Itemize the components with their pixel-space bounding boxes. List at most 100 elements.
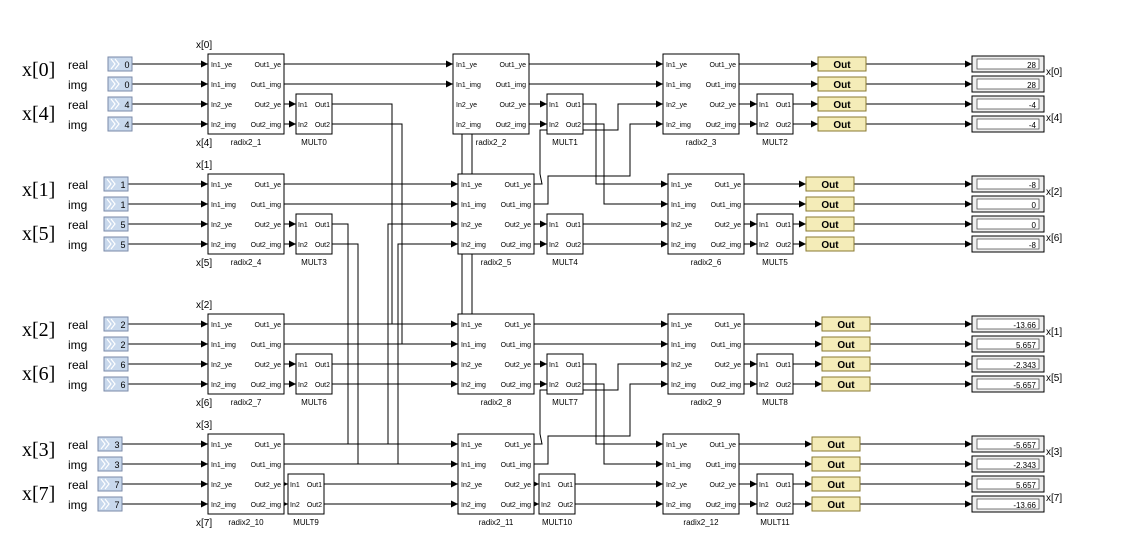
radix-block[interactable] — [207, 53, 285, 135]
port-in-label: In1_img — [671, 202, 696, 209]
out-block[interactable] — [811, 456, 861, 472]
port-in-label: In2_img — [666, 502, 691, 509]
mult-block[interactable] — [546, 213, 584, 255]
port-in-label: In2_ye — [461, 222, 482, 229]
out-block[interactable] — [817, 96, 867, 112]
radix-block-name: radix2_2 — [476, 138, 507, 147]
port-in-label: In1_img — [456, 82, 481, 89]
mult-block[interactable] — [295, 353, 333, 395]
radix-block[interactable] — [667, 313, 745, 395]
constant-block[interactable] — [103, 176, 129, 192]
constant-block[interactable] — [103, 236, 129, 252]
block-tag: x[1] — [196, 160, 212, 171]
wire — [583, 103, 668, 188]
mult-block[interactable] — [295, 93, 333, 135]
out-block[interactable] — [811, 496, 861, 512]
mult-block[interactable] — [756, 473, 794, 515]
display-field — [976, 338, 1040, 350]
constant-block[interactable] — [97, 436, 123, 452]
out-block[interactable] — [821, 316, 871, 332]
out-block[interactable] — [805, 216, 855, 232]
port-in-label: In1_img — [671, 342, 696, 349]
output-label: x[1] — [1046, 327, 1062, 338]
mult-block[interactable] — [756, 353, 794, 395]
constant-block[interactable] — [103, 316, 129, 332]
constant-block[interactable] — [103, 196, 129, 212]
constant-block[interactable] — [107, 116, 133, 132]
constant-value: 0 — [124, 80, 129, 90]
display-field — [976, 218, 1040, 230]
port-in-label: In2_img — [211, 502, 236, 509]
wire — [583, 123, 668, 208]
out-block[interactable] — [811, 476, 861, 492]
port-in-label: In2_img — [666, 122, 691, 129]
radix-block[interactable] — [662, 433, 740, 515]
radix-block[interactable] — [662, 53, 740, 135]
constant-block[interactable] — [107, 96, 133, 112]
port-out-label: Out2_img — [251, 502, 281, 509]
port-out-label: Out2_ye — [710, 482, 737, 489]
display-value: -4 — [1029, 121, 1037, 130]
port-out-label: Out2_ye — [505, 362, 532, 369]
constant-block[interactable] — [103, 336, 129, 352]
constant-block[interactable] — [103, 216, 129, 232]
port-in-label: In2_img — [461, 242, 486, 249]
port-in-label: In2_ye — [666, 482, 687, 489]
out-block[interactable] — [817, 116, 867, 132]
radix-block[interactable] — [452, 53, 530, 135]
out-block[interactable] — [811, 436, 861, 452]
port-out-label: Out2_ye — [255, 102, 282, 109]
radix-block[interactable] — [457, 173, 535, 255]
radix-block[interactable] — [667, 173, 745, 255]
port-out-label: Out1_ye — [505, 442, 532, 449]
out-block[interactable] — [805, 176, 855, 192]
port-in-label: In1_img — [666, 82, 691, 89]
mult-block[interactable] — [287, 473, 325, 515]
port-in-label: In1 — [549, 222, 559, 229]
port-out-label: Out1 — [776, 102, 791, 109]
radix-block[interactable] — [207, 433, 285, 515]
mult-block[interactable] — [546, 93, 584, 135]
port-in-label: In2 — [549, 122, 559, 129]
radix-block[interactable] — [457, 313, 535, 395]
display-field — [976, 58, 1040, 70]
mult-block[interactable] — [546, 353, 584, 395]
radix-block[interactable] — [457, 433, 535, 515]
constant-value: 1 — [120, 200, 125, 210]
display-value: 5.657 — [1016, 341, 1037, 350]
mult-block[interactable] — [295, 213, 333, 255]
out-block[interactable] — [805, 236, 855, 252]
constant-block[interactable] — [97, 476, 123, 492]
port-out-label: Out1_img — [501, 342, 531, 349]
constant-block[interactable] — [97, 456, 123, 472]
port-in-label: In1_img — [666, 462, 691, 469]
radix-block[interactable] — [207, 313, 285, 395]
port-out-label: Out2_ye — [715, 362, 742, 369]
radix-block-name: radix2_11 — [479, 518, 514, 527]
out-block[interactable] — [817, 76, 867, 92]
mult-block-name: MULT4 — [552, 258, 578, 267]
out-block-label: Out — [833, 80, 851, 91]
radix-block-name: radix2_9 — [691, 398, 722, 407]
port-out-label: Out2 — [776, 382, 791, 389]
constant-block[interactable] — [103, 356, 129, 372]
mult-block[interactable] — [756, 93, 794, 135]
constant-block[interactable] — [107, 56, 133, 72]
constant-icon — [106, 198, 116, 210]
port-in-label: In1_ye — [211, 62, 232, 69]
out-block[interactable] — [821, 356, 871, 372]
radix-block[interactable] — [207, 173, 285, 255]
constant-block[interactable] — [107, 76, 133, 92]
display-field — [976, 98, 1040, 110]
out-block[interactable] — [821, 336, 871, 352]
constant-block[interactable] — [97, 496, 123, 512]
constant-block[interactable] — [103, 376, 129, 392]
mult-block[interactable] — [756, 213, 794, 255]
port-out-label: Out1 — [776, 482, 791, 489]
out-block[interactable] — [821, 376, 871, 392]
out-block-label: Out — [833, 120, 851, 131]
out-block[interactable] — [817, 56, 867, 72]
out-block[interactable] — [805, 196, 855, 212]
mult-block[interactable] — [538, 473, 576, 515]
port-out-label: Out1 — [566, 222, 581, 229]
